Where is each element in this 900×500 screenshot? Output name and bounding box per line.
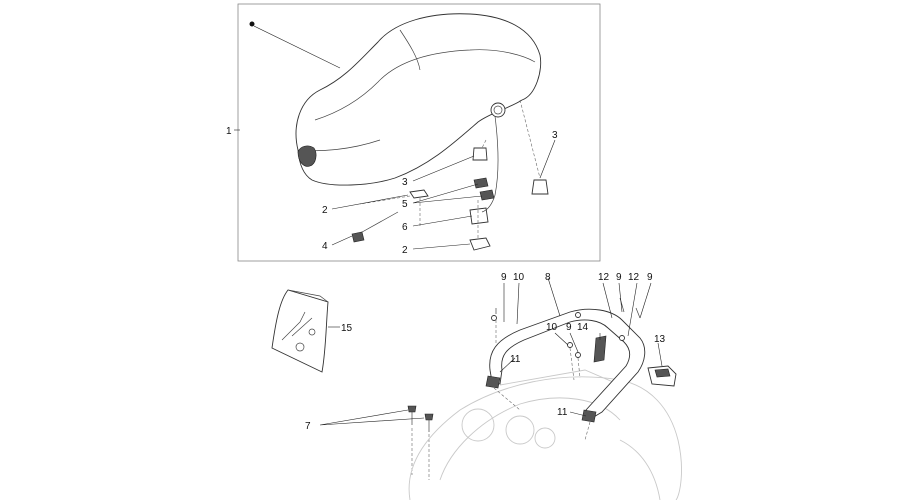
callout-14: 14 xyxy=(577,322,589,333)
clip-lower xyxy=(479,189,495,201)
callout-4: 4 xyxy=(322,241,328,252)
rear-body-ghost xyxy=(408,369,682,500)
callout-10a: 10 xyxy=(513,272,525,283)
callout-2a: 2 xyxy=(322,205,328,216)
seat-lock-icon xyxy=(490,102,506,118)
callout-10b: 10 xyxy=(546,322,558,333)
callout-9d: 9 xyxy=(647,272,653,283)
callout-9c: 9 xyxy=(616,272,622,283)
callout-8: 8 xyxy=(545,272,551,283)
leader-seat xyxy=(253,25,341,69)
clip-upper xyxy=(473,177,489,189)
bullet-dot xyxy=(249,21,255,27)
callout-13: 13 xyxy=(654,334,666,345)
hinge-upper xyxy=(409,189,429,199)
callout-6: 6 xyxy=(402,222,408,233)
tool-pouch-part xyxy=(271,289,329,373)
callout-9a: 9 xyxy=(501,272,507,283)
callout-1: 1 xyxy=(226,126,232,137)
rubber-stop-right xyxy=(531,179,549,195)
callout-3a: 3 xyxy=(552,130,558,141)
bolts-part xyxy=(407,405,434,432)
callout-2b: 2 xyxy=(402,245,408,256)
callout-labels: 1 2 2 3 3 4 5 6 7 8 9 9 9 9 10 10 11 11 … xyxy=(226,126,666,432)
rubber-stop-center xyxy=(472,147,488,161)
hinge-lower xyxy=(469,237,491,251)
seat-small-parts xyxy=(351,115,549,251)
callout-12a: 12 xyxy=(598,272,610,283)
latch-part xyxy=(469,207,489,225)
seat-part xyxy=(295,13,542,186)
callout-11a: 11 xyxy=(510,354,521,365)
callout-3b: 3 xyxy=(402,177,408,188)
seat-assembly-frame xyxy=(237,3,601,262)
callout-5: 5 xyxy=(402,199,408,210)
callout-12b: 12 xyxy=(628,272,640,283)
leader-lines xyxy=(234,129,663,417)
callout-7: 7 xyxy=(305,421,311,432)
bracket-part xyxy=(593,335,607,363)
callout-15: 15 xyxy=(341,323,353,334)
callout-9b: 9 xyxy=(566,322,572,333)
rear-rack-part xyxy=(485,308,646,423)
callout-11b: 11 xyxy=(557,407,568,418)
leader-7 xyxy=(319,409,425,426)
small-screws xyxy=(491,297,641,358)
strap-buckle xyxy=(351,231,365,243)
